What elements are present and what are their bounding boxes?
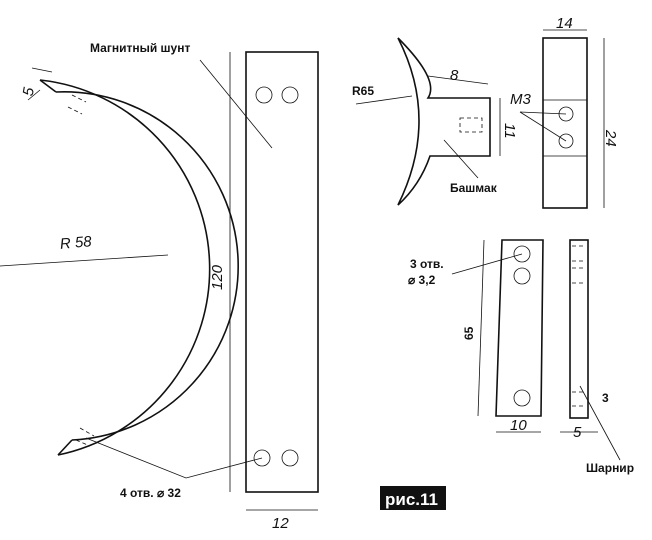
- dim-65: 65: [462, 326, 476, 340]
- dim-120: 120: [209, 264, 226, 290]
- arc-shunt-part: 5 R 58: [0, 67, 239, 456]
- dim-10: 10: [510, 417, 527, 434]
- long-bar-part: 120 12 Магнитный шунт 4 отв. ⌀ 32: [85, 41, 319, 532]
- hinge-part: 5 3 Шарнир: [560, 239, 634, 475]
- dim-r58: R 58: [59, 233, 93, 253]
- holes-3-2-line2: ⌀ 3,2: [408, 273, 436, 287]
- shoe-label: Башмак: [450, 181, 498, 195]
- block-part: M3 14 24: [510, 15, 619, 209]
- dim-11: 11: [501, 123, 518, 139]
- magnetic-shunt-label: Магнитный шунт: [90, 41, 190, 55]
- dim-5: 5: [573, 424, 582, 441]
- m3-label: M3: [510, 91, 531, 108]
- dim-12: 12: [272, 515, 289, 532]
- figure-label-box: [380, 486, 446, 510]
- plate-part: 3 отв. ⌀ 3,2 65 10: [408, 239, 544, 434]
- holes-32-label: 4 отв. ⌀ 32: [120, 486, 181, 500]
- holes-3-2-line1: 3 отв.: [410, 257, 444, 271]
- shoe-part: 8 11 R65 Башмак: [352, 37, 518, 206]
- dim-24: 24: [602, 129, 619, 147]
- r65-label: R65: [352, 84, 374, 98]
- dim-8: 8: [450, 67, 459, 84]
- dim-5-arc: 5: [20, 85, 38, 97]
- figure-label: рис.11: [385, 490, 438, 509]
- dim-14: 14: [556, 15, 573, 32]
- hinge-label: Шарнир: [586, 461, 634, 475]
- dim-3: 3: [602, 391, 609, 405]
